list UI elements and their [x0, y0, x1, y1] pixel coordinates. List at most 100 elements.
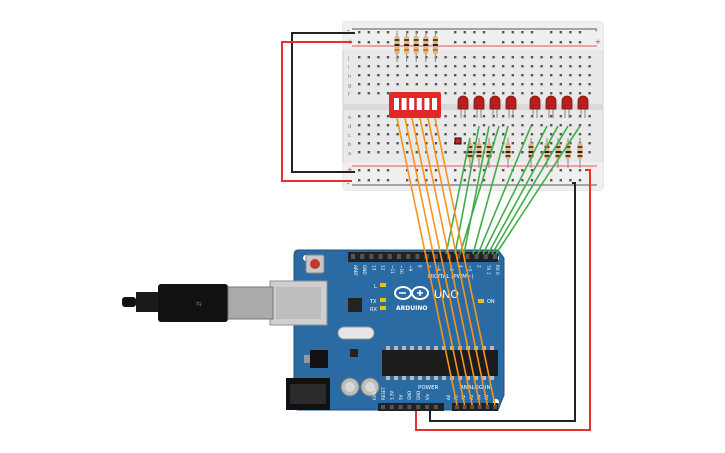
- dip-switch-toggle[interactable]: [424, 98, 430, 110]
- hole: [358, 142, 361, 145]
- hole: [492, 56, 495, 59]
- wire-power-left: [281, 41, 352, 182]
- dip-switch[interactable]: [389, 92, 441, 118]
- hole: [463, 83, 466, 86]
- hole: [559, 74, 562, 77]
- rail-hole: [569, 169, 572, 172]
- hole: [550, 56, 553, 59]
- rail-hole: [454, 31, 457, 34]
- digital-pin-label: 8: [417, 265, 422, 268]
- chip-leg: [418, 376, 422, 380]
- rail-hole: [377, 179, 380, 182]
- rail-hole: [511, 41, 514, 44]
- resistor-band: [423, 39, 429, 41]
- hole: [569, 115, 572, 118]
- hole: [482, 115, 486, 118]
- dip-switch-toggle[interactable]: [416, 98, 422, 110]
- reset-button[interactable]: [305, 254, 325, 274]
- dip-switch-toggle[interactable]: [394, 98, 399, 110]
- crystal-oscillator: [337, 326, 375, 340]
- hole: [530, 65, 534, 68]
- analog-pin: [462, 405, 467, 409]
- hole: [569, 56, 572, 59]
- hole: [511, 92, 514, 95]
- resistor-band: [565, 151, 571, 153]
- rail-hole: [521, 169, 524, 172]
- row-letter: e: [348, 115, 351, 121]
- hole: [367, 74, 370, 77]
- hole: [511, 74, 514, 77]
- hole: [415, 74, 418, 77]
- hole: [396, 151, 399, 154]
- row-letter: g: [348, 83, 351, 89]
- hole: [377, 115, 380, 118]
- resistor-band: [394, 39, 400, 41]
- chip-leg: [458, 376, 462, 380]
- wire-digital: [459, 125, 500, 255]
- hole: [530, 115, 534, 118]
- hole: [425, 74, 428, 77]
- bottom-power-rail: + -: [343, 162, 603, 190]
- hole: [521, 92, 524, 95]
- hole: [550, 65, 553, 68]
- analog-pin: [477, 405, 482, 409]
- chip-leg: [442, 376, 446, 380]
- hole: [386, 83, 390, 86]
- hole: [473, 92, 476, 95]
- led: [577, 95, 589, 110]
- digital-pin-label: RX 0: [495, 265, 500, 275]
- hole: [530, 56, 534, 59]
- power-pin: [389, 405, 394, 409]
- hole: [578, 65, 582, 68]
- dip-switch-toggle[interactable]: [432, 98, 437, 110]
- hole: [454, 56, 457, 59]
- rail-hole: [415, 169, 418, 172]
- rail-hole: [415, 179, 418, 182]
- hole: [377, 83, 380, 86]
- hole: [444, 83, 447, 86]
- chip-leg: [386, 376, 390, 380]
- hole: [396, 142, 399, 145]
- resistor-band: [432, 39, 438, 41]
- rail-hole: [386, 169, 390, 172]
- hole: [530, 74, 534, 77]
- hole: [540, 74, 543, 77]
- digital-pin-label: ~10: [399, 265, 404, 274]
- chip-leg: [434, 346, 438, 350]
- power-pin-label: GND: [416, 391, 421, 400]
- dip-switch-toggle[interactable]: [401, 98, 407, 110]
- dip-switch-toggle[interactable]: [409, 98, 415, 110]
- resistor-band: [486, 155, 492, 157]
- hole: [521, 115, 524, 118]
- hole: [396, 65, 399, 68]
- hole: [502, 133, 505, 136]
- power-pin-label: GND: [407, 391, 412, 400]
- hole: [578, 133, 582, 136]
- brand-label: ARDUINO: [396, 305, 427, 312]
- rail-hole: [569, 179, 572, 182]
- hole: [444, 74, 447, 77]
- hole: [444, 56, 447, 59]
- resistor-band: [404, 49, 410, 51]
- led: [473, 95, 485, 110]
- hole: [454, 133, 457, 136]
- hole: [358, 115, 361, 118]
- hole: [386, 124, 390, 127]
- hole: [578, 56, 582, 59]
- hole: [502, 83, 505, 86]
- hole: [377, 92, 380, 95]
- chip-leg: [442, 346, 446, 350]
- hole: [444, 151, 447, 154]
- resistor-band: [505, 151, 511, 153]
- hole: [396, 56, 399, 59]
- hole: [386, 56, 390, 59]
- row-letter: f: [348, 92, 350, 98]
- hole: [473, 133, 476, 136]
- hole: [454, 83, 457, 86]
- hole: [396, 133, 399, 136]
- hole: [559, 124, 562, 127]
- chip-leg: [426, 346, 430, 350]
- rail-hole: [386, 179, 390, 182]
- digital-pin-label: AREF: [353, 265, 358, 276]
